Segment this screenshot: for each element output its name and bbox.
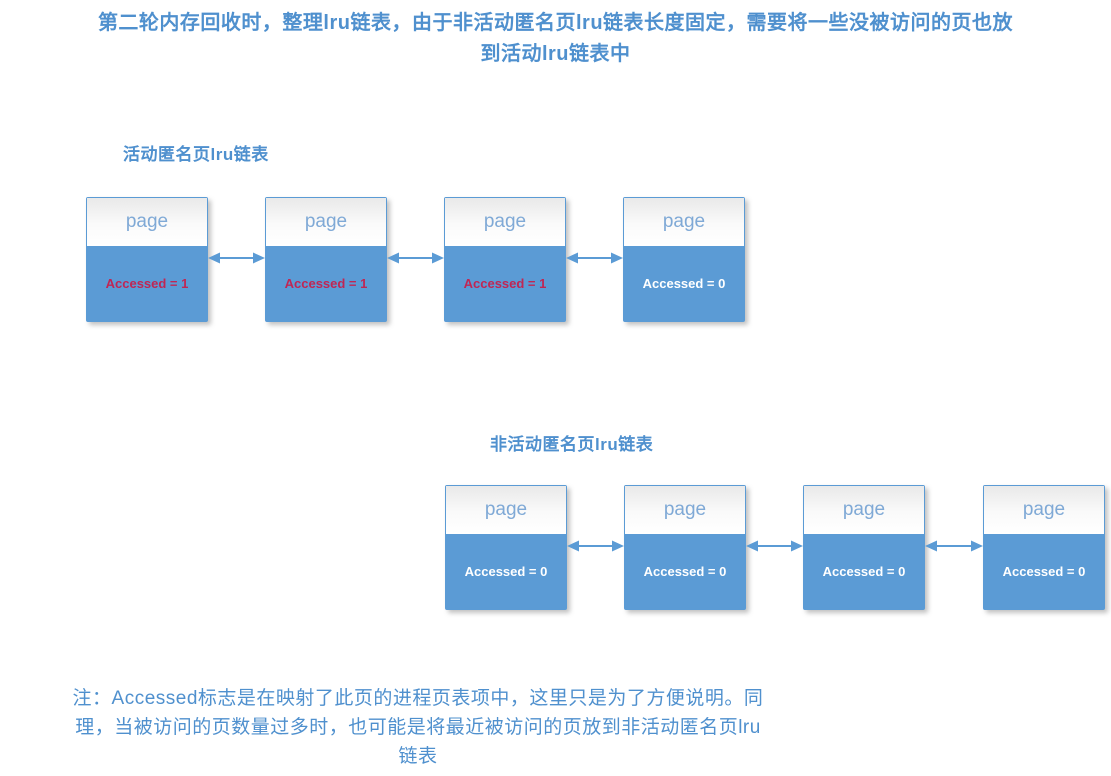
double-arrow-icon — [925, 540, 983, 552]
page-node: page Accessed = 0 — [983, 485, 1105, 610]
page-node-title: page — [266, 198, 386, 246]
page-accessed-flag: Accessed = 1 — [445, 246, 565, 321]
page-node-title: page — [87, 198, 207, 246]
page-node-title: page — [804, 486, 924, 534]
diagram-title: 第二轮内存回收时，整理lru链表，由于非活动匿名页lru链表长度固定，需要将一些… — [0, 8, 1111, 70]
double-arrow-icon — [208, 252, 265, 264]
page-accessed-flag: Accessed = 0 — [984, 534, 1104, 609]
page-accessed-flag: Accessed = 1 — [87, 246, 207, 321]
page-node: page Accessed = 0 — [624, 485, 746, 610]
page-accessed-flag: Accessed = 0 — [804, 534, 924, 609]
page-accessed-flag: Accessed = 1 — [266, 246, 386, 321]
page-node: page Accessed = 1 — [265, 197, 387, 322]
footnote-line2: 理，当被访问的页数量过多时，也可能是将最近被访问的页放到非活动匿名页lru — [75, 717, 761, 738]
page-node-title: page — [446, 486, 566, 534]
inactive-lru-list-label: 非活动匿名页lru链表 — [490, 435, 654, 454]
page-node-title: page — [624, 198, 744, 246]
double-arrow-icon — [387, 252, 444, 264]
diagram-title-line2: 到活动lru链表中 — [480, 43, 631, 65]
double-arrow-icon — [566, 252, 623, 264]
double-arrow-icon — [567, 540, 624, 552]
page-node: page Accessed = 1 — [444, 197, 566, 322]
page-node: page Accessed = 0 — [623, 197, 745, 322]
page-accessed-flag: Accessed = 0 — [625, 534, 745, 609]
page-accessed-flag: Accessed = 0 — [624, 246, 744, 321]
page-node-title: page — [445, 198, 565, 246]
page-node: page Accessed = 0 — [803, 485, 925, 610]
page-node: page Accessed = 1 — [86, 197, 208, 322]
active-lru-list-label: 活动匿名页lru链表 — [123, 145, 269, 164]
page-node-title: page — [625, 486, 745, 534]
footnote-line3: 链表 — [398, 746, 438, 767]
page-node: page Accessed = 0 — [445, 485, 567, 610]
footnote: 注：Accessed标志是在映射了此页的进程页表项中，这里只是为了方便说明。同 … — [28, 684, 808, 771]
diagram-title-line1: 第二轮内存回收时，整理lru链表，由于非活动匿名页lru链表长度固定，需要将一些… — [97, 12, 1014, 34]
page-accessed-flag: Accessed = 0 — [446, 534, 566, 609]
double-arrow-icon — [746, 540, 803, 552]
page-node-title: page — [984, 486, 1104, 534]
footnote-line1: 注：Accessed标志是在映射了此页的进程页表项中，这里只是为了方便说明。同 — [72, 688, 764, 709]
